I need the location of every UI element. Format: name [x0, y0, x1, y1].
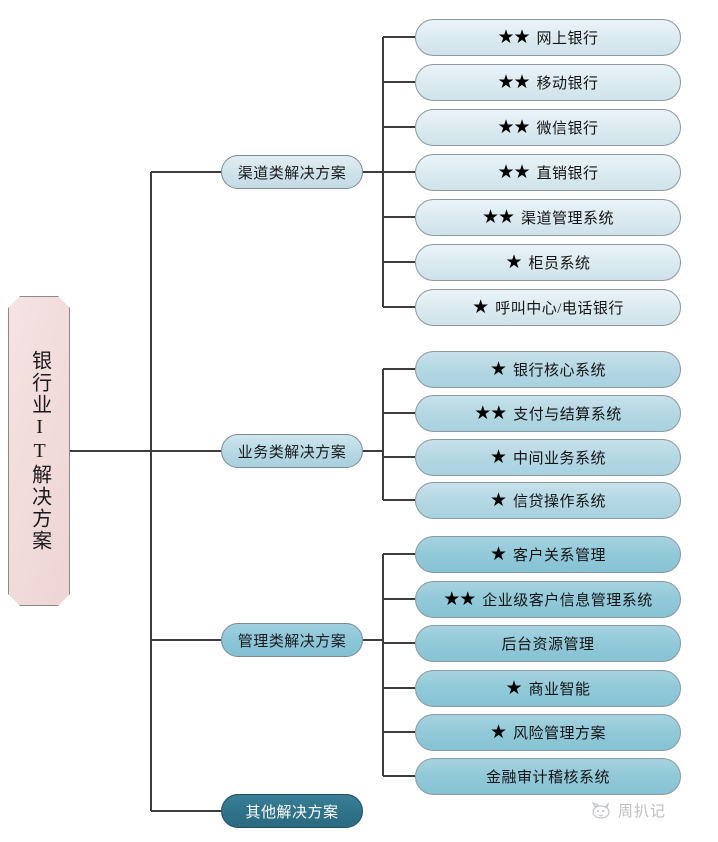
leaf-label: 直销银行 [536, 166, 599, 182]
leaf-label: 银行核心系统 [513, 363, 607, 379]
star-rating: ★★ [497, 26, 530, 48]
star-rating: ★★ [497, 71, 530, 93]
leaf-label: 风险管理方案 [513, 726, 607, 742]
category-label-channel: 渠道类解决方案 [237, 165, 347, 182]
leaf-node[interactable]: ★★ 移动银行 [415, 64, 681, 101]
category-node-business[interactable]: 业务类解决方案 [221, 434, 363, 468]
star-rating: ★ [489, 489, 507, 511]
star-rating: ★★ [481, 206, 515, 228]
leaf-label: 网上银行 [536, 31, 599, 47]
category-node-channel[interactable]: 渠道类解决方案 [221, 155, 363, 189]
root-node[interactable]: 银行业IT解决方案 [8, 296, 70, 606]
leaf-label: 微信银行 [536, 121, 599, 137]
leaf-label: 渠道管理系统 [521, 211, 615, 227]
star-rating: ★★ [497, 116, 530, 138]
leaf-label: 柜员系统 [528, 256, 591, 272]
category-label-management: 管理类解决方案 [237, 633, 347, 650]
leaf-label: 金融审计稽核系统 [485, 770, 610, 786]
leaf-node[interactable]: ★ 商业智能 [415, 670, 681, 707]
leaf-node[interactable]: ★★ 网上银行 [415, 19, 681, 56]
category-label-business: 业务类解决方案 [237, 444, 347, 461]
star-rating: ★★ [443, 588, 476, 610]
star-rating: ★ [505, 251, 522, 273]
star-rating: ★ [505, 677, 522, 699]
leaf-node[interactable]: ★★ 微信银行 [415, 109, 681, 146]
leaf-node[interactable]: ★ 银行核心系统 [415, 351, 681, 388]
leaf-node[interactable]: ★ 风险管理方案 [415, 714, 681, 751]
star-rating: ★★ [497, 161, 530, 183]
leaf-label: 企业级客户信息管理系统 [482, 593, 653, 609]
leaf-node[interactable]: ★★ 直销银行 [415, 154, 681, 191]
star-rating: ★ [489, 721, 507, 743]
leaf-label: 后台资源管理 [501, 637, 595, 653]
star-rating: ★ [489, 446, 507, 468]
star-rating: ★ [489, 358, 507, 380]
leaf-label: 信贷操作系统 [513, 494, 607, 510]
leaf-node[interactable]: ★ 中间业务系统 [415, 439, 681, 476]
leaf-label: 客户关系管理 [513, 548, 607, 564]
leaf-node[interactable]: 后台资源管理 [415, 625, 681, 662]
root-node-label: 银行业IT解决方案 [28, 350, 51, 552]
leaf-label: 支付与结算系统 [513, 407, 622, 423]
cat-logo-icon [591, 801, 610, 819]
leaf-node[interactable]: ★★ 企业级客户信息管理系统 [415, 581, 681, 618]
leaf-label: 移动银行 [536, 76, 599, 92]
leaf-node[interactable]: ★★ 支付与结算系统 [415, 395, 681, 432]
star-rating: ★★ [474, 402, 507, 424]
leaf-node[interactable]: ★ 信贷操作系统 [415, 482, 681, 519]
watermark: 周扒记 [588, 800, 666, 821]
watermark-text: 周扒记 [618, 803, 667, 820]
leaf-node[interactable]: ★ 客户关系管理 [415, 536, 681, 573]
leaf-label: 呼叫中心/电话银行 [495, 301, 624, 317]
category-node-other[interactable]: 其他解决方案 [221, 794, 363, 828]
leaf-label: 中间业务系统 [513, 451, 607, 467]
leaf-node[interactable]: ★ 呼叫中心/电话银行 [415, 289, 681, 326]
star-rating: ★ [489, 543, 507, 565]
leaf-label: 商业智能 [528, 682, 591, 698]
star-rating: ★ [472, 296, 489, 318]
leaf-node[interactable]: ★★ 渠道管理系统 [415, 199, 681, 236]
leaf-node[interactable]: 金融审计稽核系统 [415, 758, 681, 795]
leaf-node[interactable]: ★ 柜员系统 [415, 244, 681, 281]
category-node-management[interactable]: 管理类解决方案 [221, 623, 363, 657]
category-label-other: 其他解决方案 [245, 804, 339, 821]
